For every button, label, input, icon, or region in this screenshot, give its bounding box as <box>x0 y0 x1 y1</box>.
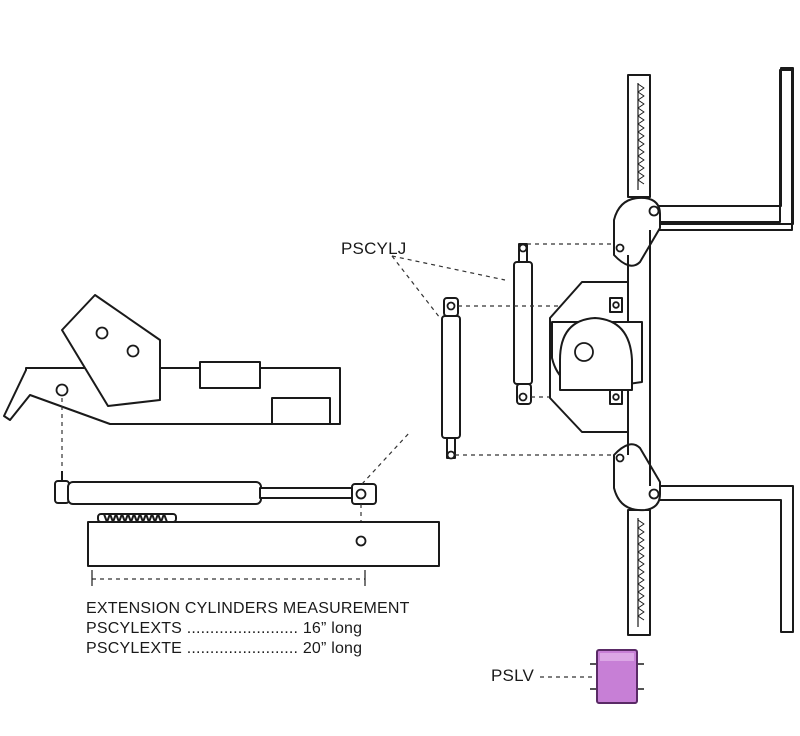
pscylj-cylinder-left <box>441 297 461 460</box>
measurement-row: PSCYLEXTS ........................ 16” l… <box>86 620 363 637</box>
measurement-title: EXTENSION CYLINDERS MEASUREMENT <box>86 600 410 617</box>
bracket <box>199 361 261 389</box>
pslv-valve <box>590 649 644 704</box>
pscylj-cylinder-right <box>513 243 533 405</box>
pivot-hole <box>126 344 140 358</box>
cylinder-mount-hole <box>55 383 69 397</box>
extension-cylinder <box>54 471 377 505</box>
blade-mount-assembly <box>3 294 341 425</box>
pivot-hole <box>95 326 109 340</box>
pscylj-label: PSCYLJ <box>341 239 407 258</box>
pslv-label: PSLV <box>491 666 535 685</box>
plow-frame <box>549 67 794 636</box>
spring-base <box>87 513 440 567</box>
measurement-row: PSCYLEXTE ........................ 20” l… <box>86 640 363 657</box>
bracket <box>271 397 331 425</box>
